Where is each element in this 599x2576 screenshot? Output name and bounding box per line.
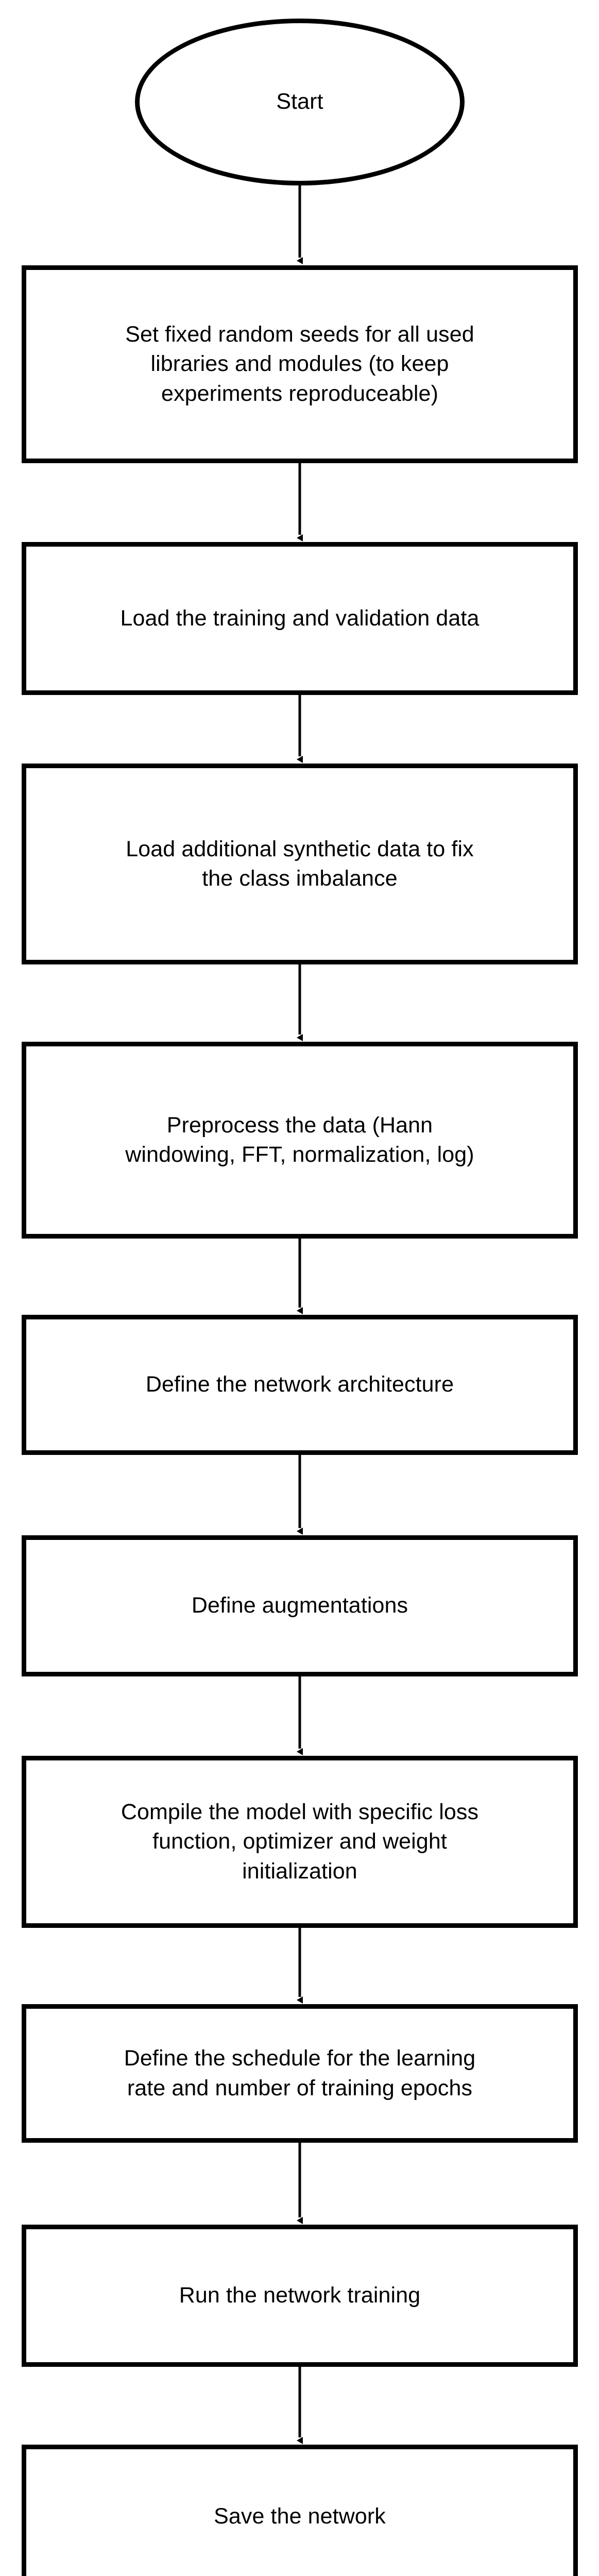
node-define-architecture-label: Define the network architecture	[145, 1372, 454, 1397]
node-compile-model[interactable]: Compile the model with specific loss fun…	[22, 1756, 578, 1928]
node-compile-model-label: Compile the model with specific loss fun…	[121, 1800, 479, 1884]
node-save-network-label: Save the network	[214, 2503, 386, 2529]
node-define-schedule-label: Define the schedule for the learning rat…	[124, 2046, 476, 2100]
node-run-training-label: Run the network training	[179, 2283, 421, 2308]
node-load-synthetic[interactable]: Load additional synthetic data to fix th…	[22, 764, 578, 964]
node-preprocess[interactable]: Preprocess the data (Hann windowing, FFT…	[22, 1042, 578, 1239]
node-start[interactable]: Start	[135, 19, 465, 185]
node-set-seeds[interactable]: Set fixed random seeds for all used libr…	[22, 265, 578, 463]
node-define-schedule[interactable]: Define the schedule for the learning rat…	[22, 2004, 578, 2143]
node-load-data[interactable]: Load the training and validation data	[22, 542, 578, 695]
node-save-network[interactable]: Save the network	[22, 2445, 578, 2576]
node-define-augmentations[interactable]: Define augmentations	[22, 1535, 578, 1676]
node-define-architecture[interactable]: Define the network architecture	[22, 1315, 578, 1455]
node-preprocess-label: Preprocess the data (Hann windowing, FFT…	[125, 1112, 474, 1167]
node-start-label: Start	[276, 89, 323, 114]
node-set-seeds-label: Set fixed random seeds for all used libr…	[125, 322, 474, 406]
node-load-data-label: Load the training and validation data	[120, 605, 480, 631]
node-load-synthetic-label: Load additional synthetic data to fix th…	[126, 836, 474, 891]
node-run-training[interactable]: Run the network training	[22, 2225, 578, 2367]
node-define-augmentations-label: Define augmentations	[191, 1593, 408, 1618]
